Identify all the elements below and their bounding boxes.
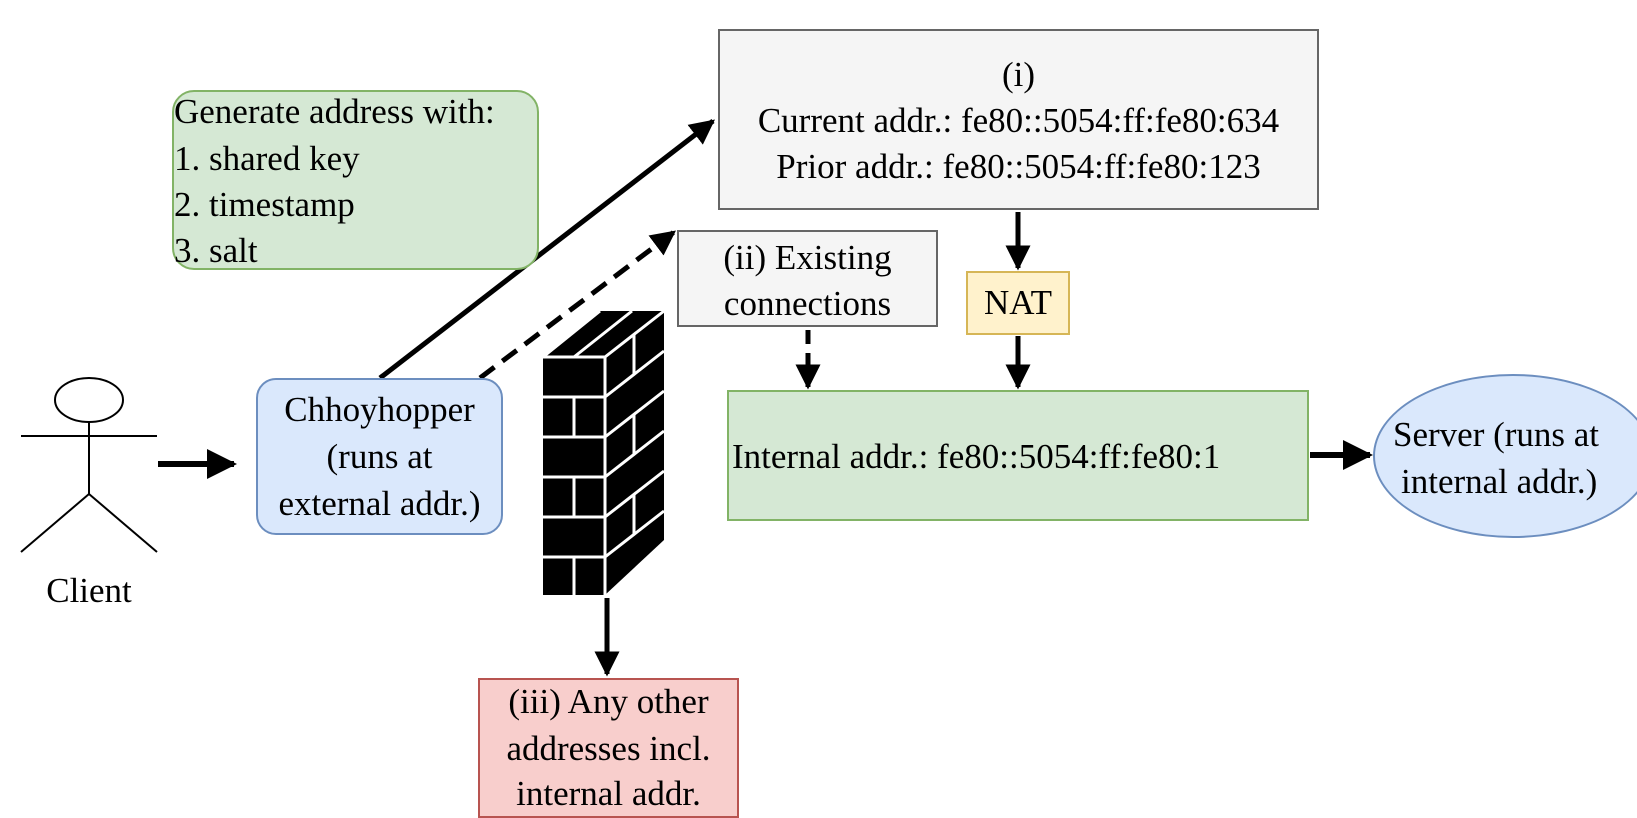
generate-item-timestamp: 2. timestamp — [174, 185, 355, 224]
other-line-3: internal addr. — [516, 774, 701, 813]
arrow-hopper-to-current — [378, 119, 715, 380]
nat-label: NAT — [983, 283, 1053, 322]
firewall-icon — [542, 309, 665, 595]
other-addresses-box — [478, 678, 739, 818]
other-line-2: addresses incl. — [506, 729, 711, 768]
server-line-2: internal addr.) — [1401, 462, 1598, 501]
internal-address-text: Internal addr.: fe80::5054:ff:fe80:1 — [732, 437, 1221, 476]
generate-address-note — [172, 90, 539, 270]
hopper-line-1: Chhoyhopper — [284, 390, 475, 429]
arrow-hopper-to-existing-dashed — [478, 230, 676, 380]
other-line-1: (iii) Any other — [508, 682, 709, 721]
client-label: Client — [46, 571, 132, 610]
hopper-line-3: external addr.) — [278, 484, 481, 523]
client-icon — [20, 377, 158, 553]
prior-address-text: Prior addr.: fe80::5054:ff:fe80:123 — [776, 147, 1261, 186]
generate-item-salt: 3. salt — [174, 231, 258, 270]
server-line-1: Server (runs at — [1393, 415, 1600, 454]
generate-item-shared-key: 1. shared key — [174, 139, 360, 178]
hopper-line-2: (runs at — [326, 437, 433, 476]
existing-line-2: connections — [723, 284, 892, 323]
nat-box — [966, 271, 1070, 335]
existing-connections-box — [677, 230, 938, 327]
current-address-text: Current addr.: fe80::5054:ff:fe80:634 — [757, 101, 1280, 140]
server-ellipse — [1373, 374, 1637, 538]
chhoyhopper-box — [256, 378, 503, 535]
internal-address-box — [727, 390, 1309, 521]
current-box-label: (i) — [1001, 55, 1036, 94]
current-address-box — [718, 29, 1319, 210]
generate-title: Generate address with: — [174, 92, 495, 131]
existing-line-1: (ii) Existing — [723, 238, 892, 277]
